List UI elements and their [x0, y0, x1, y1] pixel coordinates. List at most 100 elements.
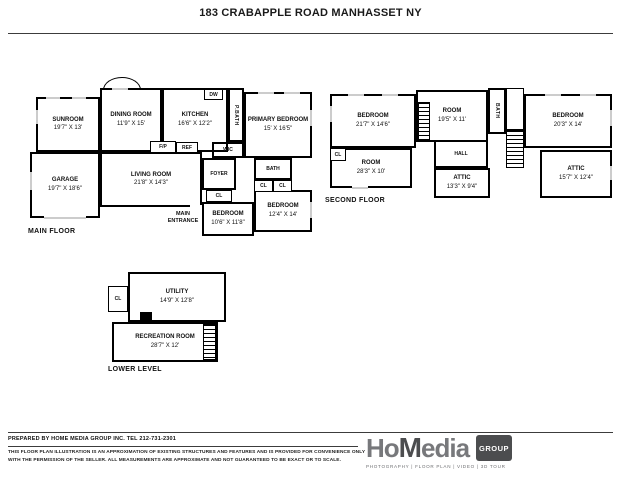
room-second-long-room: ROOM 28'3" X 10': [330, 148, 412, 188]
window-marker: [284, 91, 300, 95]
room-dims: 28'7" X 12': [150, 342, 180, 349]
closet-box: CL: [206, 190, 232, 202]
room-dims: 14'9" X 12'8": [160, 297, 194, 304]
footer-subdivider: [8, 446, 358, 447]
closet-box: CL: [273, 180, 292, 192]
closet-box: CL: [108, 286, 128, 312]
room-main-bath: BATH: [254, 158, 292, 180]
window-marker: [609, 166, 613, 180]
room-bedroom-small: BEDROOM 10'6" X 11'8": [202, 202, 254, 236]
room-wic: WIC: [212, 142, 244, 158]
dishwasher-label: DW: [209, 91, 218, 98]
window-marker: [112, 87, 128, 91]
room-dims: 13'3" X 9'4": [446, 183, 478, 190]
room-name: RECREATION ROOM: [135, 334, 195, 341]
room-name: GARAGE: [51, 177, 79, 184]
window-marker: [46, 96, 60, 100]
room-dims: 10'6" X 11'8": [211, 219, 245, 226]
window-marker: [580, 93, 596, 97]
room-garage: GARAGE 19'7" X 18'6": [30, 152, 100, 218]
closet-label: CL: [114, 296, 122, 302]
room-name: WIC: [223, 147, 233, 153]
garage-door-marker: [44, 216, 86, 220]
lower-level-label: LOWER LEVEL: [108, 366, 162, 373]
room-dims: 19'7" X 18'6": [48, 185, 82, 192]
room-name: ATTIC: [453, 175, 471, 182]
room-name: LIVING ROOM: [130, 171, 172, 178]
window-marker: [72, 96, 86, 100]
room-attic-right: ATTIC 15'7" X 12'4": [540, 150, 612, 198]
room-dims: 15'7" X 12'4": [559, 174, 593, 181]
room-name: P.BATH: [233, 104, 239, 126]
closet-box: CL: [330, 148, 346, 161]
main-entrance-label: MAIN ENTRANCE: [167, 211, 199, 224]
window-marker: [352, 186, 368, 190]
stairs: [203, 324, 216, 360]
logo-part-1: Ho: [366, 433, 400, 463]
room-name: DINING ROOM: [110, 112, 152, 119]
window-marker: [258, 91, 274, 95]
window-marker: [329, 106, 333, 122]
room-name: ATTIC: [567, 166, 585, 173]
main-floor-label: MAIN FLOOR: [28, 228, 76, 235]
window-marker: [609, 110, 613, 126]
dishwasher-box: DW: [204, 89, 223, 100]
window-marker: [309, 110, 313, 126]
refrigerator-label: REF: [182, 144, 192, 151]
room-name: KITCHEN: [181, 112, 209, 119]
room-utility: UTILITY 14'9" X 12'8": [128, 272, 226, 322]
room-dims: 16'6" X 12'2": [178, 120, 212, 127]
logo-wordmark: HoMedia: [366, 432, 470, 463]
room-name: ROOM: [361, 160, 381, 167]
room-dims: 21'7" X 14'6": [356, 121, 390, 128]
room-second-bath: BATH: [488, 88, 506, 134]
closet-box: [506, 88, 524, 130]
window-marker: [348, 93, 364, 97]
footer-divider: [8, 432, 613, 433]
prepared-by-text: PREPARED BY HOME MEDIA GROUP INC. TEL 21…: [8, 436, 177, 442]
room-dims: 15' X 16'5": [263, 125, 293, 132]
room-name: SUNROOM: [52, 116, 84, 123]
room-dims: 19'7" X 13': [53, 125, 83, 131]
room-dims: 21'8" X 14'3": [134, 180, 168, 186]
room-name: UTILITY: [165, 289, 189, 296]
page-title: 183 CRABAPPLE ROAD MANHASSET NY: [199, 7, 422, 19]
room-name: HALL: [454, 151, 468, 157]
window-marker: [35, 110, 39, 124]
entrance-door-gap: [190, 205, 202, 209]
logo-group-badge: GROUP: [476, 435, 513, 461]
room-living: LIVING ROOM 21'8" X 14'3": [100, 152, 202, 207]
closet-label: CL: [279, 183, 286, 189]
room-dims: 12'4" X 14': [268, 211, 298, 218]
room-primary-bath: P.BATH: [228, 88, 244, 142]
window-marker: [382, 93, 398, 97]
room-name: BEDROOM: [212, 211, 244, 218]
disclaimer-line-1: THIS FLOOR PLAN ILLUSTRATION IS AN APPRO…: [8, 450, 366, 455]
room-attic-left: ATTIC 13'3" X 9'4": [434, 168, 490, 198]
window-marker: [29, 172, 33, 190]
room-name: ROOM: [442, 108, 462, 115]
room-bedroom-corner: BEDROOM 12'4" X 14': [254, 190, 312, 232]
closet-label: CL: [260, 183, 267, 189]
room-name: FOYER: [210, 171, 228, 177]
closet-label: CL: [334, 151, 342, 158]
room-dims: 19'5" X 11': [438, 116, 466, 123]
fireplace-label: F/P: [159, 144, 167, 150]
logo-part-2: M: [398, 432, 422, 463]
second-floor-label: SECOND FLOOR: [325, 197, 385, 204]
refrigerator-box: REF: [176, 142, 198, 153]
fireplace-box: F/P: [150, 141, 176, 153]
header-divider: [8, 33, 613, 34]
room-recreation: RECREATION ROOM 28'7" X 12': [112, 322, 218, 362]
room-dims: 20'3" X 14': [553, 121, 583, 128]
room-second-bedroom-left: BEDROOM 21'7" X 14'6": [330, 94, 416, 148]
mechanical-unit: [140, 312, 152, 322]
window-marker: [545, 93, 561, 97]
room-name: BEDROOM: [267, 203, 299, 210]
logo-tagline: PHOTOGRAPHY | FLOOR PLAN | VIDEO | 3D TO…: [366, 464, 506, 469]
logo-part-3: edia: [421, 433, 470, 463]
closet-box: CL: [254, 180, 273, 192]
stairs: [418, 102, 430, 140]
room-primary-bedroom: PRIMARY BEDROOM 15' X 16'5": [244, 92, 312, 158]
